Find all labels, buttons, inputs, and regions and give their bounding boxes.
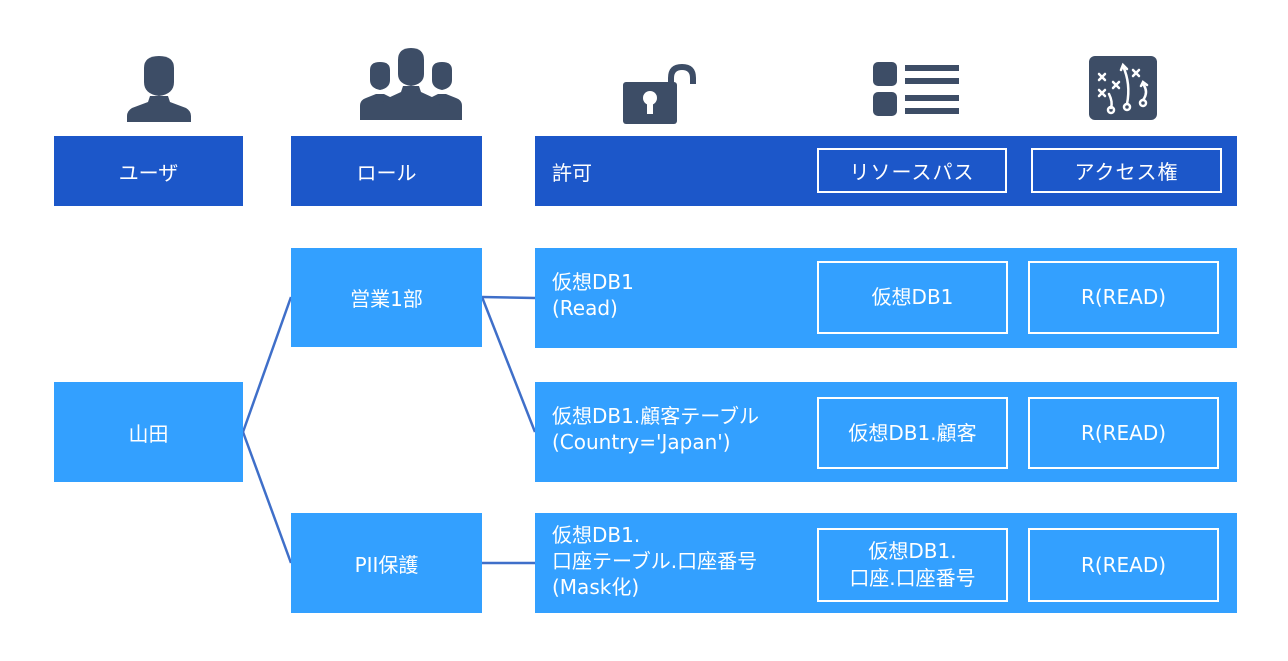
header-permission: 許可	[535, 136, 1237, 206]
connector-role1-perm2	[480, 296, 537, 433]
role-box: 営業1部	[291, 248, 482, 347]
header-role: ロール	[291, 136, 482, 206]
group-icon	[358, 48, 464, 120]
permission-description: 仮想DB1. 口座テーブル.口座番号 (Mask化)	[552, 523, 758, 599]
user-box: 山田	[54, 382, 243, 482]
strategy-board-icon	[1089, 56, 1157, 120]
role-name: 営業1部	[350, 287, 423, 311]
role-name: PII保護	[354, 552, 419, 577]
permission-access-right: R(READ)	[1028, 528, 1219, 602]
permission-access-right: R(READ)	[1028, 397, 1219, 469]
connector-role1-perm1	[481, 295, 536, 300]
user-icon	[124, 56, 194, 122]
permission-description: 仮想DB1.顧客テーブル (Country='Japan')	[552, 404, 760, 454]
header-user: ユーザ	[54, 136, 243, 206]
header-permission-label: 許可	[552, 160, 592, 185]
permission-row: 仮想DB1.顧客テーブル (Country='Japan') 仮想DB1.顧客 …	[535, 382, 1237, 482]
header-resource-path: リソースパス	[817, 148, 1007, 193]
permission-description: 仮想DB1 (Read)	[552, 270, 634, 320]
role-box: PII保護	[291, 513, 482, 613]
header-user-label: ユーザ	[118, 160, 179, 185]
permission-resource-path: 仮想DB1.顧客	[817, 397, 1008, 469]
unlock-icon	[620, 60, 700, 124]
header-access-right-label: アクセス権	[1074, 160, 1179, 184]
connector-user-role2	[241, 431, 293, 564]
permission-access-right: R(READ)	[1028, 261, 1219, 334]
connector-user-role1	[241, 296, 293, 433]
header-access-right: アクセス権	[1031, 148, 1222, 193]
permission-row: 仮想DB1. 口座テーブル.口座番号 (Mask化) 仮想DB1. 口座.口座番…	[535, 513, 1237, 613]
permission-resource-path: 仮想DB1	[817, 261, 1008, 334]
header-resource-path-label: リソースパス	[849, 160, 975, 184]
permission-resource-path: 仮想DB1. 口座.口座番号	[817, 528, 1008, 602]
list-icon	[873, 62, 959, 118]
user-name: 山田	[128, 421, 169, 446]
header-role-label: ロール	[356, 160, 417, 185]
permission-row: 仮想DB1 (Read) 仮想DB1 R(READ)	[535, 248, 1237, 348]
